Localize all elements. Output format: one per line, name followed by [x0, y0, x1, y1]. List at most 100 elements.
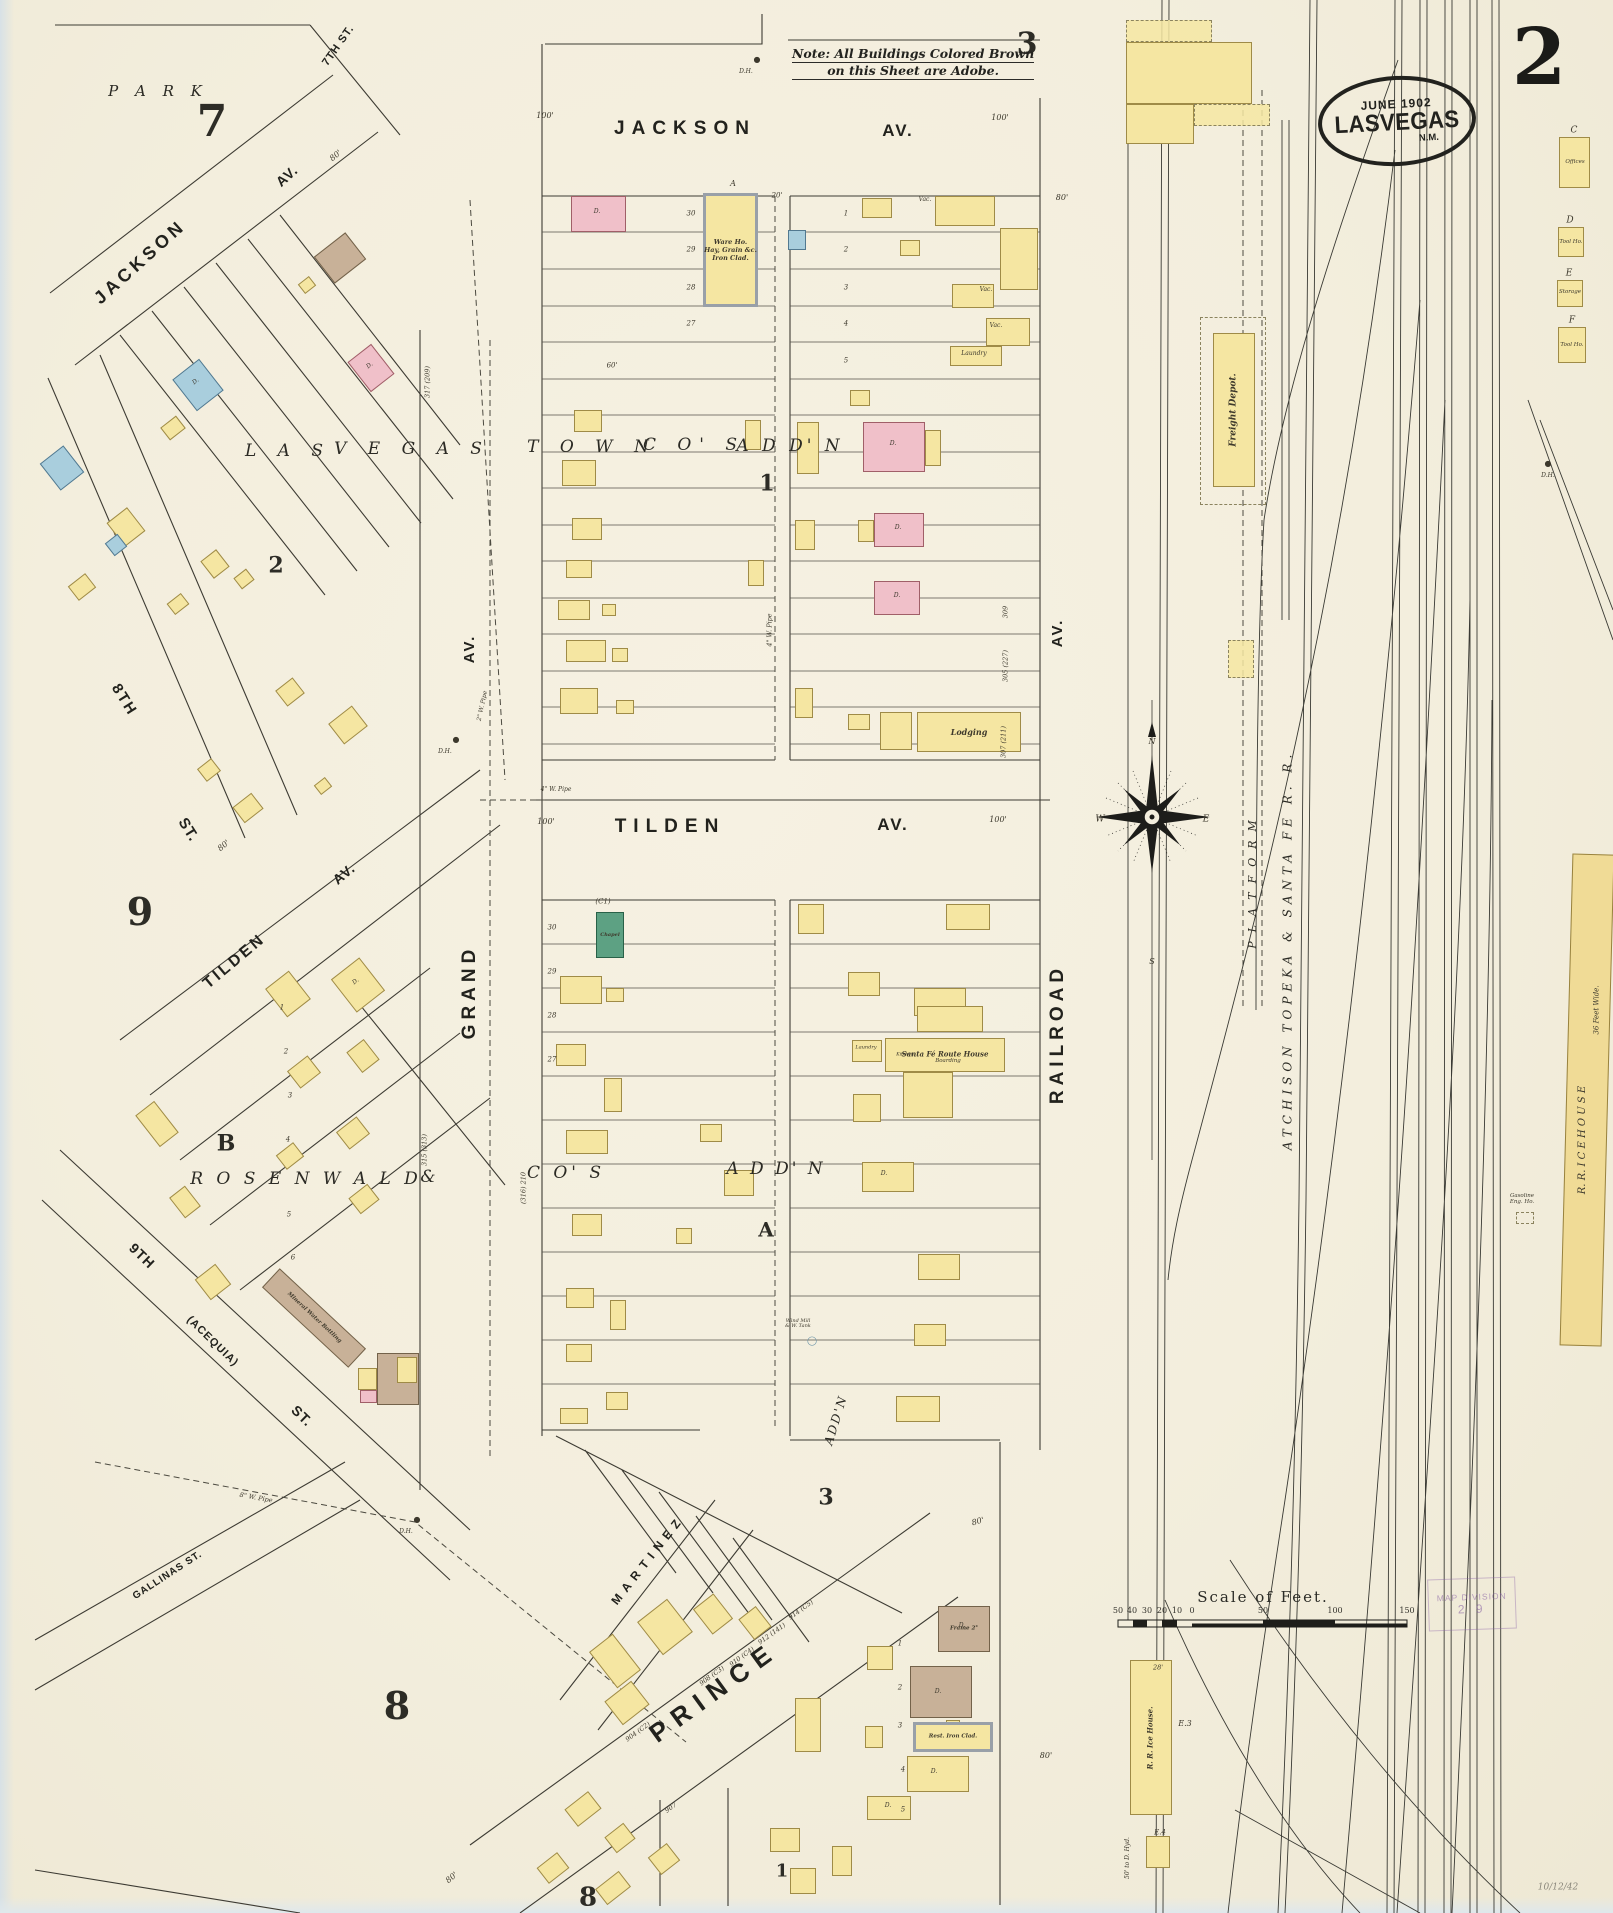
addition-label: PLATFORM [1246, 811, 1260, 949]
map-annotation: 29 [547, 967, 557, 976]
scale-tick: 30 [1141, 1605, 1153, 1615]
sheet-number: 2 [1512, 12, 1567, 103]
lot-lines [542, 231, 1040, 1385]
block-number: B [216, 1130, 236, 1157]
building [797, 422, 819, 474]
addition-label: T O W N [527, 437, 657, 458]
building [602, 604, 616, 616]
map-annotation: 28' [1152, 1663, 1164, 1672]
building [795, 520, 815, 550]
map-annotation: D [1566, 215, 1574, 226]
stamp-city: LASVEGAS [1333, 105, 1461, 140]
building [1126, 20, 1212, 42]
building [1557, 280, 1583, 307]
building [1146, 1836, 1170, 1868]
building [795, 1698, 821, 1752]
addition-label: V E G A S [334, 439, 490, 460]
map-annotation: 100' [536, 110, 554, 120]
railroad-tracks [1127, 0, 1613, 1913]
map-annotation: 5 [900, 1805, 906, 1814]
map-annotation: E.3 [1178, 1718, 1192, 1728]
building [724, 1170, 754, 1196]
map-annotation: 3 [897, 1721, 903, 1730]
building [606, 1392, 628, 1410]
scale-tick: 100 [1327, 1605, 1343, 1615]
building [560, 1408, 588, 1424]
scale-tick: 0 [1189, 1605, 1195, 1615]
map-annotation: S [1149, 956, 1155, 966]
adobe-note-line2: on this Sheet are Adobe. [792, 63, 1035, 80]
building [903, 1072, 953, 1118]
map-annotation: Offices [1565, 159, 1585, 166]
building [848, 714, 870, 730]
addition-label: ATCHISON TOPEKA & SANTA FE R. R. [1280, 749, 1295, 1151]
library-stamp: MAP DIVISION 2 9 [1427, 1576, 1517, 1632]
building [867, 1796, 911, 1820]
compass-rose [1096, 700, 1210, 1160]
addition-label: A D D' N [736, 436, 844, 457]
building [397, 1357, 417, 1383]
building [770, 1828, 800, 1852]
building [566, 1288, 594, 1308]
building [1228, 640, 1254, 678]
map-annotation: 28 [686, 283, 696, 292]
building [556, 1044, 586, 1066]
map-annotation: 2 [283, 1047, 289, 1056]
building [560, 688, 598, 714]
building-label: Lodging [950, 727, 988, 737]
map-annotation: D. [884, 1801, 892, 1809]
map-annotation: (316) 210 [519, 1172, 528, 1204]
map-annotation: R. R. I C E H O U S E [1576, 1085, 1588, 1195]
block-number: 1 [759, 470, 775, 497]
building [562, 460, 596, 486]
map-annotation: 317 (209) [423, 366, 432, 398]
building [560, 976, 602, 1004]
building: Ware Ho. Hay, Grain &c. Iron Clad. [703, 193, 758, 307]
map-annotation: ● [753, 54, 761, 64]
building [946, 904, 990, 930]
map-annotation: D.H. [739, 67, 753, 75]
map-annotation: 309 [1001, 605, 1010, 619]
adobe-note: Note: All Buildings Colored Brown on thi… [792, 46, 1035, 80]
building [1559, 137, 1590, 188]
street-label: RAILROAD [1047, 963, 1069, 1105]
street-label: JACKSON [614, 118, 756, 140]
building [610, 1300, 626, 1330]
map-annotation: D. [889, 439, 897, 447]
map-annotation: 36 Feet Wide. [1592, 985, 1601, 1035]
map-annotation: 80' [1055, 192, 1069, 202]
building: Santa Fé Route House [885, 1038, 1005, 1072]
street-label: AV. [461, 634, 479, 664]
scale-tick: 40 [1126, 1605, 1138, 1615]
scale-title: Scale of Feet. [1197, 1588, 1329, 1606]
building [748, 560, 764, 586]
building [852, 1040, 882, 1062]
map-annotation: D.H. [438, 747, 452, 755]
map-annotation: Tool Ho. [1559, 239, 1583, 246]
building [900, 240, 920, 256]
map-annotation: Vac. [918, 195, 932, 203]
map-annotation: Wind Mill & W. Tank [785, 1317, 811, 1329]
building: Freight Depot. [1213, 333, 1255, 487]
building [862, 198, 892, 218]
building [935, 196, 995, 226]
building [571, 196, 626, 232]
building-label: Frame 2° [949, 1625, 979, 1632]
scale-tick: 20 [1156, 1605, 1168, 1615]
building-label: Ware Ho. Hay, Grain &c. Iron Clad. [704, 237, 757, 263]
map-annotation: D. [930, 1767, 938, 1775]
map-annotation: D. [958, 1621, 966, 1629]
building [874, 581, 920, 615]
map-annotation: Laundry [855, 1044, 877, 1051]
street-label: GRAND [459, 944, 481, 1040]
map-annotation: D.H. [399, 1527, 413, 1535]
building [896, 1396, 940, 1422]
building: Lodging [917, 712, 1021, 752]
scale-tick: 10 [1171, 1605, 1183, 1615]
addition-label: C O' S [526, 1163, 606, 1184]
map-annotation: (C1) [595, 897, 611, 906]
map-annotation: 80' [1039, 1750, 1053, 1760]
building [986, 318, 1030, 346]
map-annotation: D. [894, 523, 902, 531]
building [616, 700, 634, 714]
